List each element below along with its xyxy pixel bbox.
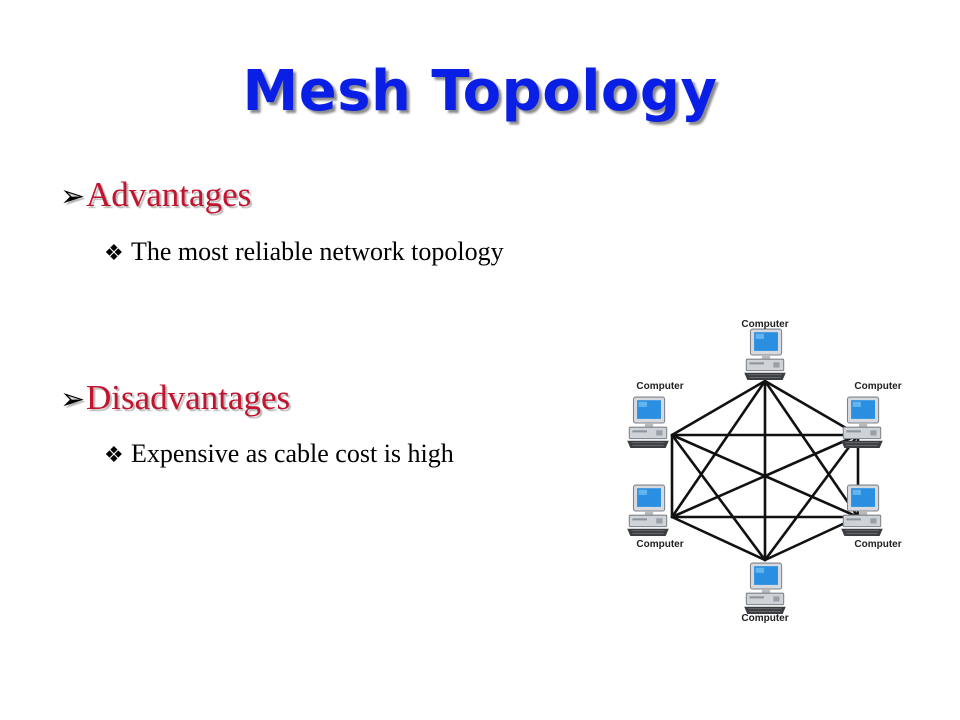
computer-node-lower-right: Computer [840, 484, 902, 550]
four-diamond-bullet-icon: ❖ [104, 240, 124, 265]
cable-bottom-to-upper-left [670, 433, 767, 562]
cable-links [670, 379, 860, 562]
desktop-computer-icon [743, 328, 787, 381]
computer-nodes: ComputerComputerComputerComputerComputer… [626, 319, 902, 624]
computer-node-top: Computer [741, 319, 789, 381]
computer-node-upper-left: Computer [626, 381, 684, 449]
advantage-point: ❖ The most reliable network topology [104, 236, 504, 269]
computer-label: Computer [741, 319, 788, 330]
cable-lower-right-to-upper-left [670, 433, 860, 519]
computer-node-bottom: Computer [741, 562, 789, 624]
cable-bottom-to-lower-left [670, 515, 767, 562]
cable-top-to-upper-right [763, 379, 860, 437]
desktop-computer-icon [840, 484, 884, 537]
heading-disadvantages: ➢Disadvantages [60, 378, 290, 420]
computer-label: Computer [741, 613, 788, 624]
computer-label: Computer [854, 381, 901, 392]
computer-label: Computer [636, 539, 683, 550]
heading-advantages: ➢Advantages [60, 175, 251, 217]
computer-label: Computer [854, 539, 901, 550]
heading-advantages-label: Advantages [86, 175, 252, 214]
cable-lower-right-to-bottom [763, 515, 860, 562]
desktop-computer-icon [743, 562, 787, 615]
slide-title: Mesh Topology [242, 59, 718, 124]
computer-node-lower-left: Computer [626, 484, 684, 550]
four-diamond-bullet-icon: ❖ [104, 442, 124, 467]
mesh-topology-diagram: ComputerComputerComputerComputerComputer… [626, 319, 902, 624]
computer-label: Computer [636, 381, 683, 392]
desktop-computer-icon [626, 484, 670, 537]
computer-node-upper-right: Computer [840, 381, 902, 449]
desktop-computer-icon [626, 396, 670, 449]
disadvantage-point: ❖ Expensive as cable cost is high [104, 438, 454, 471]
cable-top-to-lower-right [763, 379, 860, 519]
cable-top-to-lower-left [670, 379, 767, 519]
advantage-point-text: The most reliable network topology [131, 237, 504, 266]
arrowhead-bullet-icon: ➢ [60, 180, 86, 213]
heading-disadvantages-label: Disadvantages [86, 378, 291, 417]
disadvantage-point-text: Expensive as cable cost is high [131, 439, 454, 468]
cable-top-to-upper-left [670, 379, 767, 437]
arrowhead-bullet-icon: ➢ [60, 383, 86, 416]
